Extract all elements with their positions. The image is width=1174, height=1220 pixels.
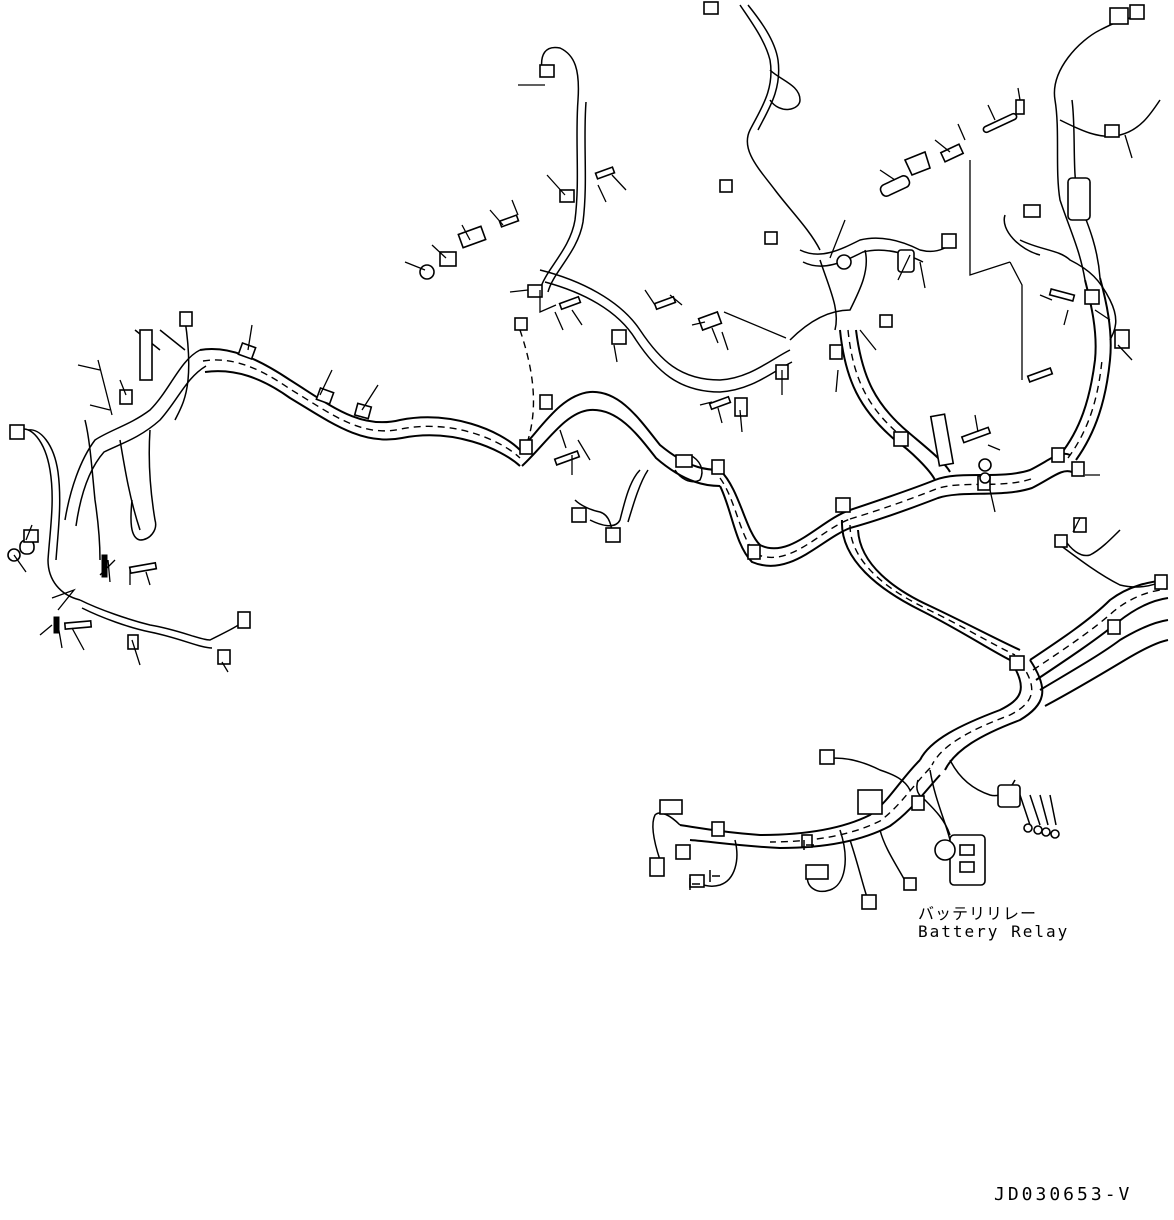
upper-center-harness <box>519 4 1117 441</box>
terminal-set <box>997 784 1060 839</box>
connectors <box>9 1 1168 910</box>
leader-lines <box>13 84 1133 673</box>
battery-relay <box>916 779 986 886</box>
hardware-parts <box>7 99 1076 634</box>
right-upper-branch <box>839 17 1161 481</box>
harness-tags <box>689 840 814 890</box>
lower-center-branch <box>574 454 703 536</box>
battery-relay-label-en: Battery Relay <box>918 922 1070 941</box>
lower-harness <box>652 529 1166 906</box>
battery-relay-label-jp: バッテリリレー <box>918 904 1038 923</box>
harness-clamps <box>19 64 1130 837</box>
drawing-code: JD030653-V <box>994 1184 1133 1205</box>
left-harness-cluster <box>19 319 246 649</box>
main-harness-trunk <box>199 348 1169 771</box>
